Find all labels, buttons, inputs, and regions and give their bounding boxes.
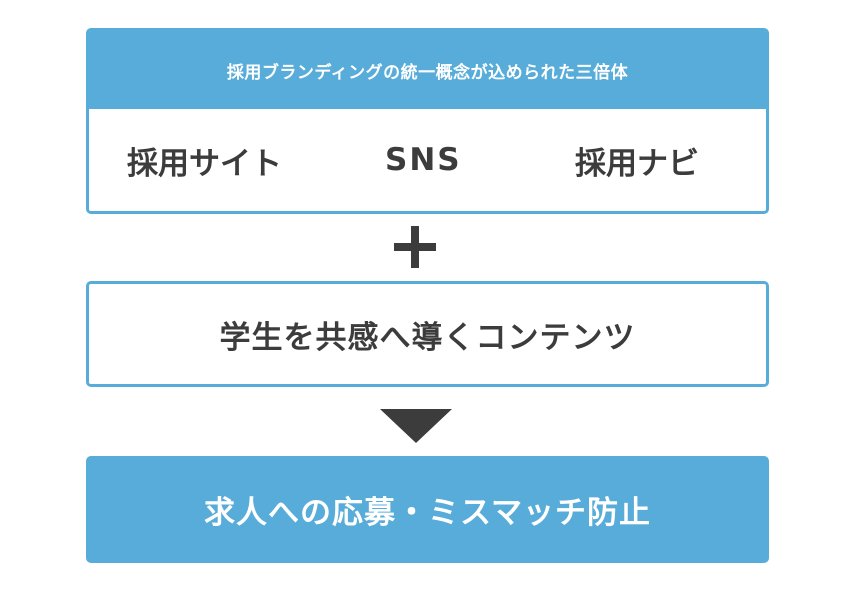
item-recruit-site: 採用サイト (127, 145, 282, 182)
top-box-items: 採用サイト SNS 採用ナビ (89, 109, 766, 211)
down-triangle-arrow-icon (380, 409, 452, 443)
item-recruit-navi: 採用ナビ (575, 145, 699, 182)
plus-icon (394, 226, 436, 268)
item-sns: SNS (385, 142, 462, 178)
bottom-box: 求人への応募・ミスマッチ防止 (86, 456, 769, 563)
plus-icon-vertical-bar (411, 226, 419, 268)
bottom-box-text: 求人への応募・ミスマッチ防止 (203, 495, 652, 531)
middle-box-text: 学生を共感へ導くコンテンツ (219, 319, 636, 356)
middle-box: 学生を共感へ導くコンテンツ (86, 281, 769, 387)
top-box-header: 採用ブランディングの統一概念が込められた三倍体 (89, 31, 766, 109)
arrow-shape (380, 409, 452, 443)
top-box-header-text: 採用ブランディングの統一概念が込められた三倍体 (226, 62, 629, 83)
top-box: 採用ブランディングの統一概念が込められた三倍体 採用サイト SNS 採用ナビ (86, 28, 769, 214)
